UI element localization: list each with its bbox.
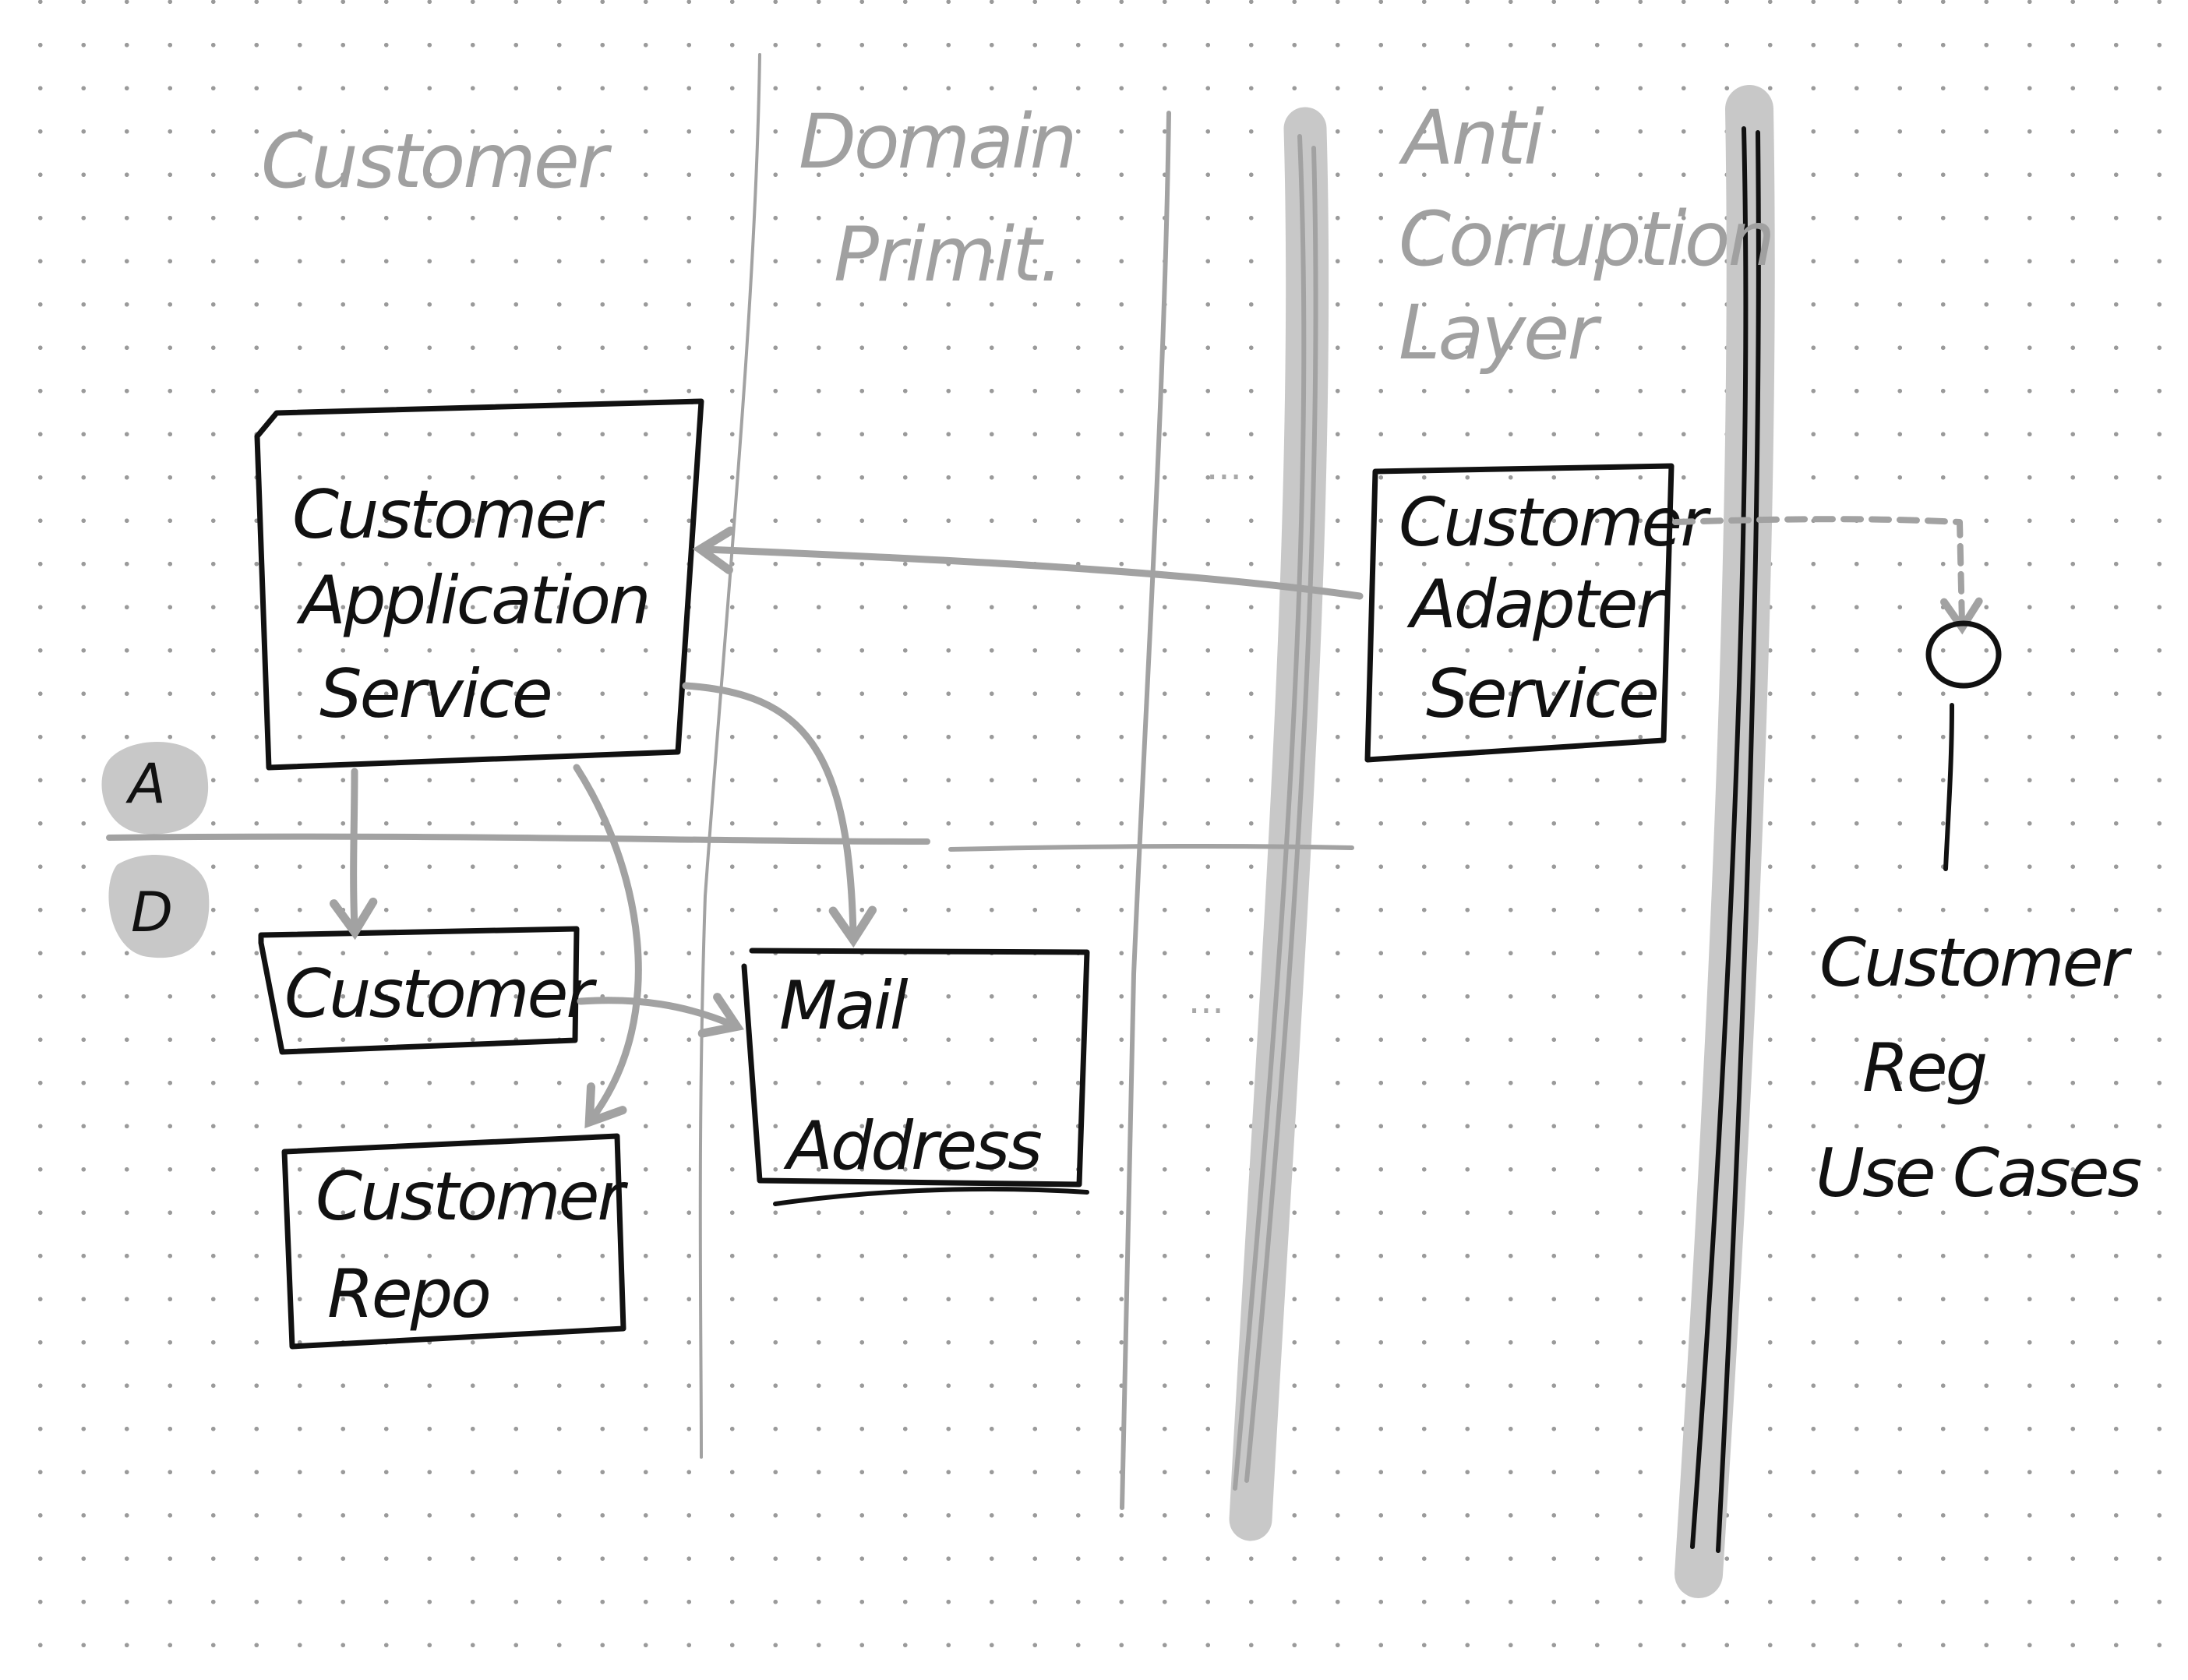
lane-title-customer: Customer [261,118,612,205]
svg-text:Customer Application: Customer Application Service [292,476,668,733]
external-use-cases-label: Customer Reg Use Cases [1816,924,2145,1212]
svg-text:D: D [131,881,173,944]
arrow-customer-to-mail-address [577,993,744,1038]
svg-text:A: A [125,752,166,816]
svg-text:Customer Adapter S: Customer Adapter Service [1399,484,1724,733]
arrow-adapter-to-app-service [692,526,1364,600]
mail-address-box: Mail Address [741,948,1090,1206]
boundary-highlight-2 [1675,85,1775,1598]
arrow-app-service-to-customer [329,768,378,941]
dashed-arrow-adapter-to-interface [1672,516,1983,635]
arrow-app-service-to-mail-address [682,682,877,948]
customer-application-service-box: Customer Application Service [254,398,704,771]
boundary-line-2a [1690,126,1749,1549]
lane-divider-1 [698,53,761,1459]
lane-title-anti-corruption-layer: Anti Corruption Layer [1398,94,1795,376]
ellipsis-lower: ... [1188,979,1224,1022]
layer-marker-domain: D [108,855,210,958]
customer-adapter-service-box: Customer Adapter Service [1364,463,1724,763]
customer-repo-box: Customer Repo [281,1133,641,1350]
boundary-line-2b [1716,130,1761,1553]
ellipsis-upper: ... [1206,445,1242,489]
lane-divider-2 [1120,111,1171,1510]
boundary-line-1b [1244,146,1318,1483]
layer-separator-line-continued [948,843,1354,852]
boundary-line-1a [1233,134,1307,1491]
svg-text:Customer: Customer [284,955,597,1033]
use-case-interface [1925,620,2002,871]
svg-text:Mail Address: Mail Address [779,967,1041,1185]
layer-marker-application: A [101,742,209,835]
lane-title-domain-primitives: Domain Primit. [799,98,1096,298]
svg-text:Customer Repo: Customer Repo [316,1158,641,1333]
layer-separator-line [106,833,930,845]
customer-entity-box: Customer [258,926,599,1055]
arrow-app-service-to-customer-repo [573,764,642,1129]
